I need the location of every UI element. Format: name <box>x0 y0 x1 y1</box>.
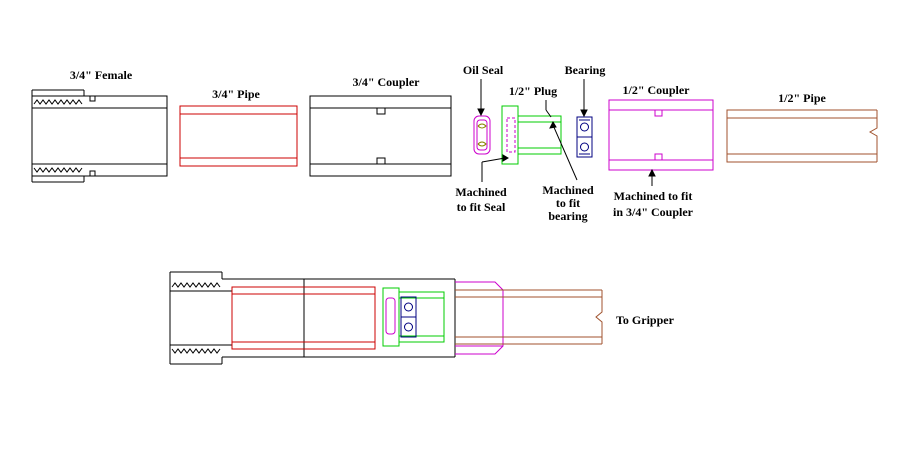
note-bearing-line-3: bearing <box>548 209 587 223</box>
assembly-pipe-3-4 <box>231 286 376 350</box>
label-bearing: Bearing <box>565 63 606 77</box>
assembly-oil-seal <box>385 297 396 335</box>
assembly-plug <box>382 287 445 347</box>
assembly-female <box>169 271 456 365</box>
assembly-pipe-1-2 <box>455 289 603 345</box>
pipe-3-4-part <box>179 105 298 167</box>
label-oil-seal: Oil Seal <box>463 63 504 77</box>
note-seal-line-1: Machined <box>455 185 507 199</box>
assembled-view <box>169 271 603 365</box>
label-to-gripper: To Gripper <box>616 313 675 327</box>
female-adapter-part <box>31 89 168 183</box>
coupler-3-4-part <box>309 95 452 177</box>
label-coupler-1-2: 1/2" Coupler <box>623 83 691 97</box>
assembly-bearing <box>400 296 417 338</box>
plug-1-2-part <box>501 105 562 165</box>
coupler-1-2-part <box>608 99 714 171</box>
bearing-part <box>576 116 593 158</box>
label-plug-1-2: 1/2" Plug <box>509 84 557 98</box>
note-bearing-line-1: Machined <box>542 183 594 197</box>
label-female: 3/4" Female <box>70 68 133 82</box>
label-pipe-1-2: 1/2" Pipe <box>778 91 826 105</box>
note-coupler-line-2: in 3/4" Coupler <box>613 205 694 219</box>
note-coupler-line-1: Machined to fit <box>614 189 693 203</box>
label-coupler-3-4: 3/4" Coupler <box>353 75 421 89</box>
oil-seal-part <box>473 115 491 155</box>
leader-lines <box>477 79 656 186</box>
note-bearing-line-2: to fit <box>556 196 580 210</box>
pipe-1-2-part <box>726 109 878 163</box>
label-pipe-3-4: 3/4" Pipe <box>212 87 260 101</box>
note-seal-line-2: to fit Seal <box>457 200 506 214</box>
assembly-coupler-1-2 <box>455 281 504 355</box>
